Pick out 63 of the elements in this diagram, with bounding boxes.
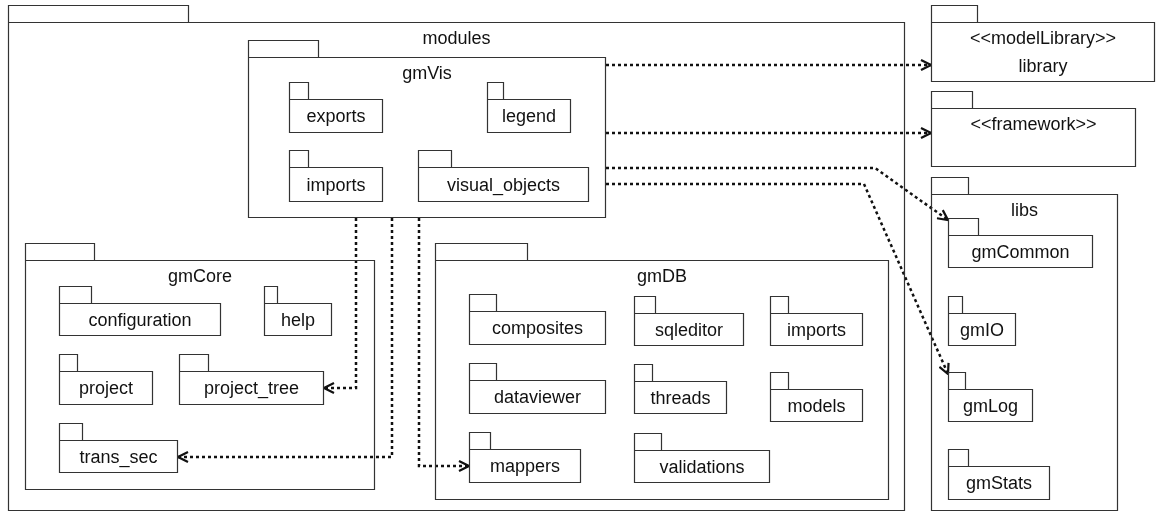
package [948, 372, 1033, 422]
package [948, 218, 1093, 268]
package-name: imports [787, 319, 846, 340]
package [289, 150, 383, 202]
package [931, 177, 1118, 511]
package [770, 296, 863, 346]
dependency-arrow [417, 218, 471, 473]
package-name: composites [491, 318, 583, 338]
package [179, 354, 324, 405]
package [435, 243, 889, 500]
package [8, 5, 905, 511]
package [59, 286, 221, 336]
package [289, 82, 383, 133]
package-name: exports [306, 106, 366, 126]
package [264, 286, 332, 336]
package-name: library [1018, 56, 1068, 76]
package-name: trans_sec [79, 446, 158, 467]
package-name: gmStats [966, 473, 1032, 493]
package-name: legend [501, 106, 557, 126]
package-name: dataviewer [493, 387, 581, 407]
dependency-arrow [606, 182, 950, 376]
package-name: models [787, 395, 846, 416]
package-name: gmCore [168, 266, 232, 286]
package [931, 91, 1136, 167]
package [948, 449, 1050, 500]
package-name: project [79, 378, 133, 398]
package [770, 372, 863, 422]
package-name: libs [1011, 200, 1038, 220]
package-name: gmIO [960, 319, 1004, 340]
package-name: gmDB [637, 266, 687, 286]
package [59, 354, 153, 405]
package [59, 423, 178, 473]
package-name: gmCommon [971, 241, 1070, 262]
dependency-arrow [606, 58, 933, 72]
package [469, 432, 581, 483]
stereotype-label: <<framework>> [970, 114, 1097, 134]
package [634, 296, 744, 346]
package [634, 433, 770, 483]
package-name: project_tree [203, 378, 300, 398]
package-name: gmLog [962, 395, 1018, 416]
package-name: modules [422, 28, 491, 48]
package [634, 364, 727, 414]
package-name: threads [650, 387, 711, 408]
package-name: configuration [88, 309, 192, 330]
package-name: visual_objects [446, 174, 561, 195]
package [931, 5, 1155, 82]
dependency-arrow [606, 126, 933, 140]
dependency-arrow [176, 218, 394, 464]
package [469, 363, 606, 414]
stereotype-label: <<modelLibrary>> [969, 28, 1117, 48]
package [25, 243, 375, 490]
package-name: imports [306, 174, 366, 195]
dependency-arrow [322, 218, 358, 395]
package-name: gmVis [402, 63, 452, 83]
package [418, 150, 589, 202]
package [469, 294, 606, 345]
package-name: mappers [490, 456, 560, 476]
package [487, 82, 571, 133]
package-name: sqleditor [654, 319, 723, 340]
package [948, 296, 1016, 346]
package-name: help [281, 309, 315, 330]
package-name: validations [659, 456, 745, 477]
dependency-arrow [606, 166, 950, 222]
